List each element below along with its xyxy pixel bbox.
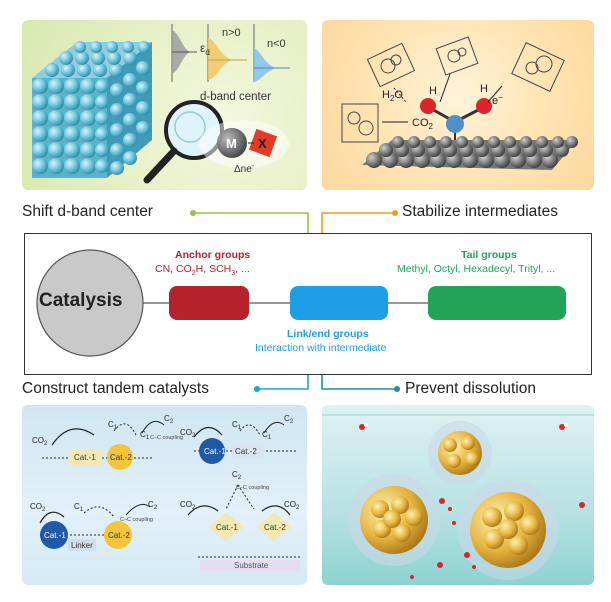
metal-ligand-icon: M X Δne-	[199, 120, 289, 175]
c2-label-2: C2	[284, 414, 294, 425]
cat1-label-1: Cat.-1	[74, 453, 96, 462]
n-positive-label: n>0	[222, 27, 241, 39]
d-band-illustration: εd n>0 n<0 d-band center M X Δne-	[32, 24, 290, 184]
link-groups-title: Link/end groups	[287, 328, 369, 340]
co2-label-4a: CO2	[180, 500, 196, 511]
ligand-structure-box: Catalysis Anchor groups CN, CO2H, SCH3, …	[24, 233, 592, 375]
tail-group-block	[428, 286, 566, 320]
co2-label-1: CO2	[32, 436, 48, 447]
anchor-groups-examples: CN, CO2H, SCH3, ...	[155, 263, 250, 278]
anchor-groups-title: Anchor groups	[175, 249, 251, 261]
tandem-scheme-illustration: CO2 C1 C1 C2 C–C coupling Cat.-1 Cat.-2 …	[30, 414, 302, 571]
link-group-block	[290, 286, 388, 320]
caption-tandem-catalysts: Construct tandem catalysts	[22, 380, 209, 397]
cat2-label-3: Cat.-2	[108, 531, 130, 540]
co2-label-3: CO2	[30, 502, 46, 513]
caption-shift-d-band: Shift d-band center	[22, 203, 153, 220]
cat2-label-4: Cat.-2	[264, 523, 286, 532]
c2-label-4: C2	[232, 470, 242, 481]
electron-label: e−	[492, 93, 503, 107]
c2-label-3: C2	[148, 500, 158, 511]
metal-label: M	[226, 136, 237, 151]
co2-label: CO2	[412, 117, 434, 131]
nanocrystal-cube	[32, 41, 152, 178]
n-negative-label: n<0	[267, 38, 286, 50]
c1-label-1b: C1	[140, 430, 150, 441]
linker-label: Linker	[71, 541, 93, 550]
link-groups-description: Interaction with intermediate	[255, 342, 387, 354]
anchor-group-block	[169, 286, 249, 320]
catalysis-label: Catalysis	[39, 290, 123, 311]
cat1-label-4: Cat.-1	[216, 523, 238, 532]
cat2-label-1: Cat.-2	[110, 453, 132, 462]
intermediates-illustration: H2O H H e− CO2	[341, 36, 578, 170]
h-label-2: H	[480, 83, 488, 95]
scheme-4: CO2 CO2 C2 C–C coupling Cat.-1 Cat.-2 Su…	[180, 470, 302, 571]
epsilon-d-label: εd	[200, 41, 210, 57]
intermediates-panel: H2O H H e− CO2	[322, 20, 594, 190]
d-band-center-label: d-band center	[200, 91, 271, 103]
caption-prevent-dissolution: Prevent dissolution	[405, 380, 536, 397]
metal-surface	[362, 136, 578, 170]
h-label-1: H	[429, 85, 437, 97]
ligand-label: X	[258, 136, 267, 151]
tandem-catalysts-panel: CO2 C1 C1 C2 C–C coupling Cat.-1 Cat.-2 …	[22, 405, 307, 585]
c1-label-3: C1	[74, 502, 84, 513]
ligand-chain-diagram	[36, 249, 566, 357]
c1-label-1: C1	[108, 420, 118, 431]
cat2-label-2: Cat.-2	[235, 447, 257, 456]
caption-stabilize-intermediates: Stabilize intermediates	[402, 203, 558, 220]
ligand-boxes	[341, 36, 565, 143]
co2-label-4b: CO2	[284, 500, 300, 511]
c1-label-2b: C1	[262, 430, 272, 441]
coupling-label-4: C–C coupling	[236, 485, 269, 491]
substrate-label: Substrate	[234, 561, 269, 570]
coupling-label-1: C–C coupling	[150, 435, 183, 441]
catalysis-circle	[36, 249, 144, 357]
charge-transfer-label: Δne-	[234, 163, 255, 175]
c2-label-1: C2	[164, 414, 174, 425]
coupling-label-3: C–C coupling	[120, 517, 153, 523]
nanoparticle-left	[348, 474, 440, 566]
d-band-plot: εd n>0 n<0 d-band center	[171, 24, 290, 103]
dissolution-panel	[322, 405, 594, 585]
co2-label-2: CO2	[180, 428, 196, 439]
tail-groups-title: Tail groups	[461, 249, 517, 261]
nanoparticle-illustration	[322, 414, 594, 580]
scheme-2: CO2 C1 C1 C2 Cat.-1 Cat.-2	[180, 414, 297, 464]
scheme-1: CO2 C1 C1 C2 C–C coupling Cat.-1 Cat.-2	[32, 414, 183, 470]
tail-groups-examples: Methyl, Octyl, Hexadecyl, Trityl, ...	[397, 263, 556, 275]
d-band-panel: εd n>0 n<0 d-band center M X Δne-	[22, 20, 307, 190]
cat1-label-2: Cat.-1	[204, 447, 226, 456]
cat1-label-3: Cat.-1	[44, 531, 66, 540]
h2o-label: H2O	[382, 89, 403, 103]
scheme-3: CO2 C1 C2 C–C coupling Cat.-1 Cat.-2 Lin…	[30, 500, 158, 551]
solvated-ions	[359, 423, 585, 579]
nanoparticle-right	[458, 480, 558, 580]
c1-label-2: C1	[232, 420, 242, 431]
nanoparticle-small	[428, 421, 492, 485]
